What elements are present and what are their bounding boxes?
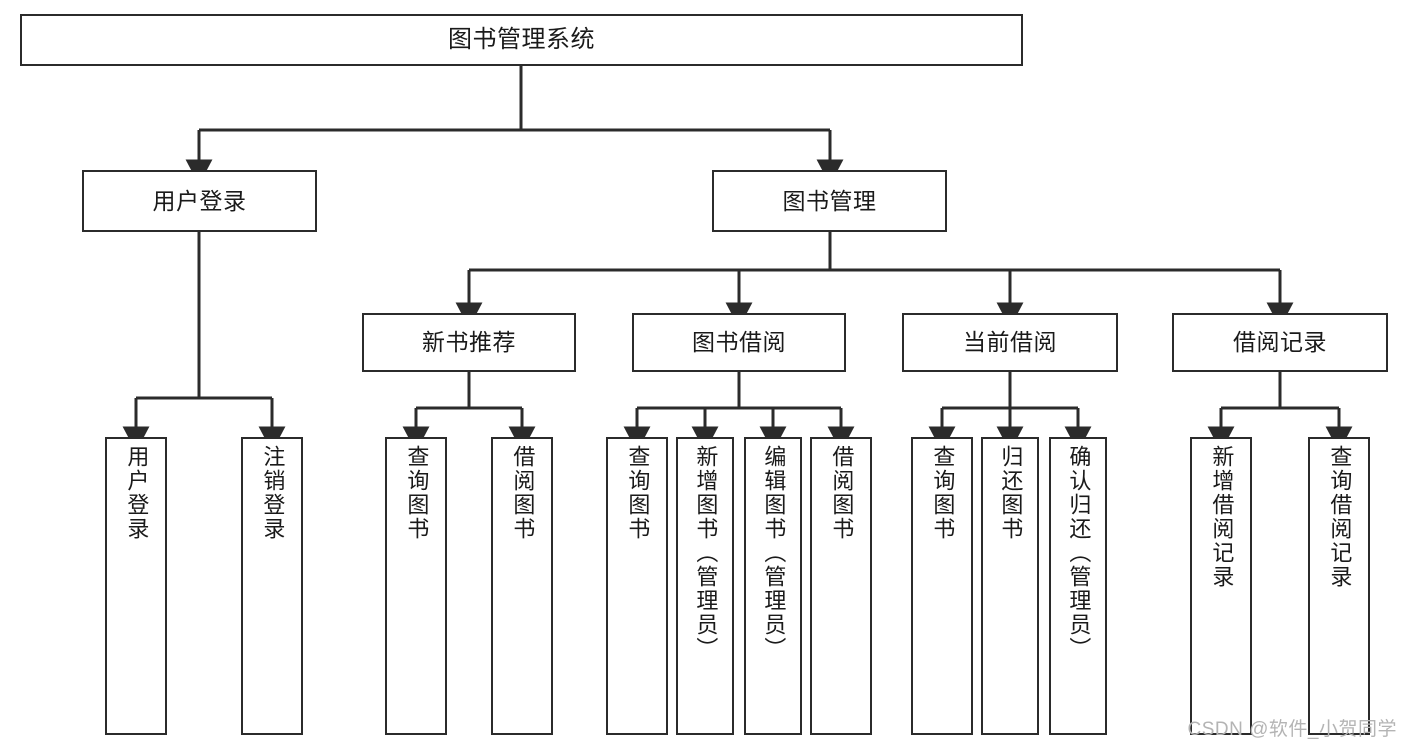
node-book-manage[interactable]: 图书管理 [712,170,947,232]
node-label: 用户登录 [152,187,247,214]
node-label: 新书推荐 [422,329,516,356]
node-label: 借阅图书 [510,445,536,541]
node-leaf-borrow-book[interactable]: 借阅图书 [810,437,872,735]
node-label: 编辑图书（管理员） [761,445,787,661]
node-leaf-query-borrow-record[interactable]: 查询借阅记录 [1308,437,1370,735]
node-leaf-edit-book[interactable]: 编辑图书（管理员） [744,437,802,735]
node-label: 查询图书 [930,445,956,541]
watermark: CSDN @软件_小贺同学 [1187,719,1397,740]
node-current-borrow[interactable]: 当前借阅 [902,313,1118,372]
node-label: 当前借阅 [963,329,1057,356]
node-leaf-add-book[interactable]: 新增图书（管理员） [676,437,734,735]
node-label: 查询图书 [404,445,430,541]
node-label: 确认归还（管理员） [1066,445,1092,661]
node-root-book-management-system[interactable]: 图书管理系统 [20,14,1023,66]
node-label: 用户登录 [124,445,150,541]
node-leaf-query-book-borrow[interactable]: 查询图书 [606,437,668,735]
node-label: 新增图书（管理员） [693,445,719,661]
node-label: 借阅记录 [1233,329,1327,356]
node-leaf-user-logout[interactable]: 注销登录 [241,437,303,735]
node-leaf-query-book-current[interactable]: 查询图书 [911,437,973,735]
node-borrow-record[interactable]: 借阅记录 [1172,313,1388,372]
node-leaf-return-book[interactable]: 归还图书 [981,437,1039,735]
node-label: 图书管理系统 [448,26,595,54]
node-leaf-confirm-return[interactable]: 确认归还（管理员） [1049,437,1107,735]
node-leaf-borrow-book-recommend[interactable]: 借阅图书 [491,437,553,735]
node-user-login[interactable]: 用户登录 [82,170,317,232]
node-label: 归还图书 [998,445,1024,541]
node-book-borrow[interactable]: 图书借阅 [632,313,846,372]
node-label: 图书借阅 [692,329,786,356]
node-label: 图书管理 [782,187,877,214]
node-label: 借阅图书 [829,445,855,541]
node-leaf-add-borrow-record[interactable]: 新增借阅记录 [1190,437,1252,735]
node-label: 注销登录 [260,445,286,541]
node-leaf-query-book-recommend[interactable]: 查询图书 [385,437,447,735]
node-label: 新增借阅记录 [1209,445,1235,589]
node-label: 查询图书 [625,445,651,541]
node-leaf-user-login[interactable]: 用户登录 [105,437,167,735]
node-label: 查询借阅记录 [1327,445,1353,589]
node-new-book-recommend[interactable]: 新书推荐 [362,313,576,372]
